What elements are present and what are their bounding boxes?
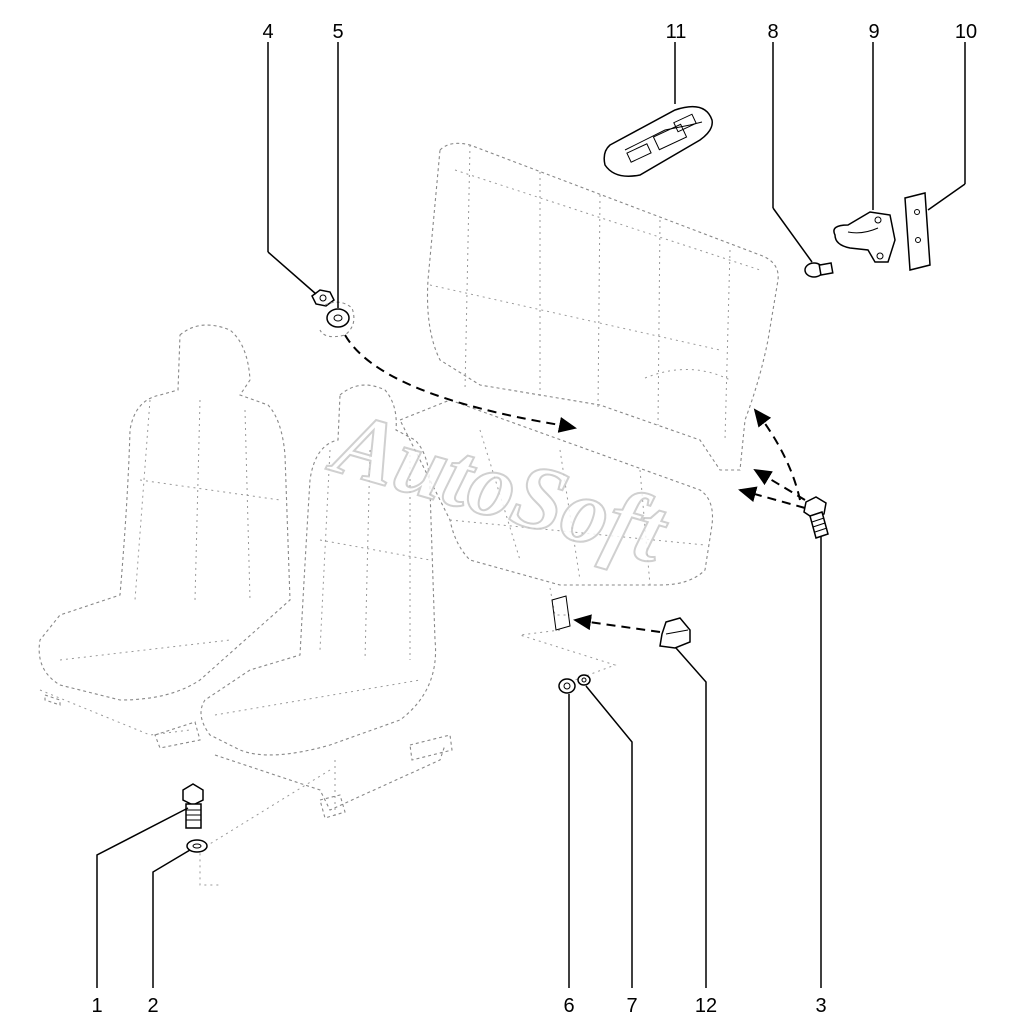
leader-4b	[267, 251, 317, 295]
part-10-plate	[904, 192, 931, 271]
callout-9: 9	[868, 21, 879, 43]
part-1-bolt	[182, 783, 204, 829]
callout-11: 11	[666, 21, 687, 43]
rear-seat-cushion	[399, 399, 714, 616]
leader-8b	[772, 207, 813, 263]
part-4-nut	[311, 289, 335, 307]
arrow-3-to-backrest	[753, 408, 801, 501]
callout-8: 8	[767, 21, 778, 43]
callout-12: 12	[695, 995, 717, 1017]
part-8-screw	[804, 262, 834, 278]
callout-4: 4	[262, 21, 273, 43]
arrow-3-to-hinge	[753, 468, 806, 501]
part-12-bracket	[659, 617, 691, 649]
part-7-washer	[577, 674, 591, 686]
part-3-bolt	[803, 496, 829, 539]
part-9-striker	[833, 211, 896, 263]
leader-10b	[927, 183, 966, 211]
part-6-nut	[558, 678, 576, 694]
leader-1	[96, 807, 189, 988]
front-seat-right	[200, 384, 453, 820]
rear-latch	[551, 595, 571, 631]
front-seat-left	[38, 324, 291, 749]
watermark-text: AutoSoft	[320, 390, 680, 583]
callout-3: 3	[815, 995, 826, 1017]
arrow-5-to-seat	[344, 334, 577, 433]
callout-6: 6	[563, 995, 574, 1017]
callout-5: 5	[332, 21, 343, 43]
arrow-12-to-latch	[573, 614, 661, 633]
part-5-washer	[319, 301, 355, 338]
arrow-3-to-cushion	[738, 486, 806, 509]
callout-2: 2	[147, 995, 158, 1017]
part-2-washer	[186, 839, 208, 853]
callout-1: 1	[91, 995, 102, 1017]
leader-12	[675, 647, 707, 988]
rear-seat-backrest	[426, 142, 779, 471]
leader-7	[585, 685, 633, 988]
callout-10: 10	[955, 21, 977, 43]
leader-2	[152, 849, 191, 988]
callout-7: 7	[626, 995, 637, 1017]
part-11-cover	[603, 105, 713, 177]
